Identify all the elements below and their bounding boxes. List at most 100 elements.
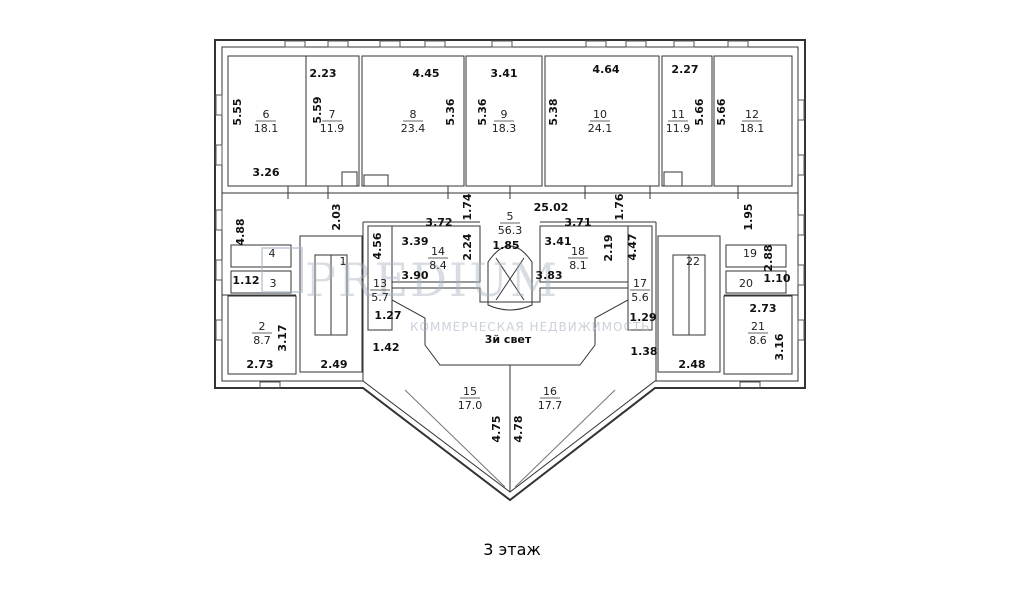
dimension-label: 5.66 — [715, 98, 728, 125]
atrium-label: 3й свет — [485, 333, 532, 346]
dimension-label: 2.73 — [246, 358, 273, 371]
dimension-label: 4.47 — [626, 233, 639, 260]
room-4-number: 4 — [269, 247, 276, 260]
window-left — [215, 94, 223, 116]
watermark-tagline: КОММЕРЧЕСКАЯ НЕДВИЖИМОСТЬ — [410, 320, 650, 334]
dimension-label: 3.39 — [401, 235, 428, 248]
dimension-label: 3.90 — [401, 269, 428, 282]
outer-wall — [214, 39, 806, 502]
dimension-label: 3.17 — [276, 324, 289, 351]
room-7-outline — [305, 55, 360, 187]
central-stair — [487, 245, 533, 311]
dimension-label: 5.55 — [231, 98, 244, 125]
room-13-area: 5.7 — [371, 291, 389, 304]
room-15-number: 15 — [463, 385, 477, 398]
room-17-area: 5.6 — [631, 291, 649, 304]
window-top — [727, 40, 749, 48]
dimension-label: 3.26 — [252, 166, 279, 179]
room-16-area: 17.7 — [538, 399, 563, 412]
dimension-label: 2.19 — [602, 234, 615, 261]
window-15 — [404, 389, 506, 488]
room-7-area: 11.9 — [320, 122, 345, 135]
atrium-outline — [391, 287, 629, 366]
dimension-label: 25.02 — [534, 201, 569, 214]
room-15-area: 17.0 — [458, 399, 483, 412]
dimension-label: 2.24 — [461, 233, 474, 260]
room-20-outline — [725, 270, 787, 294]
dimension-label: 3.83 — [535, 269, 562, 282]
dimension-label: 2.48 — [678, 358, 705, 371]
dimension-label: 5.59 — [311, 96, 324, 123]
window-top — [327, 40, 349, 48]
room-12-outline — [713, 55, 793, 187]
window-bottom — [259, 381, 281, 389]
room-14-number: 14 — [431, 245, 445, 258]
window-left — [215, 259, 223, 281]
dimension-label: 1.38 — [630, 345, 657, 358]
dimension-label: 1.95 — [742, 203, 755, 230]
room-9-area: 18.3 — [492, 122, 517, 135]
window-top — [424, 40, 446, 48]
window-left — [215, 209, 223, 231]
room-18-area: 8.1 — [569, 259, 587, 272]
dimension-label: 1.10 — [763, 272, 790, 285]
room-19-number: 19 — [743, 247, 757, 260]
watermark: PREDIUM КОММЕРЧЕСКАЯ НЕДВИЖИМОСТЬ — [261, 247, 650, 334]
window-right — [797, 264, 805, 286]
room-3-number: 3 — [270, 277, 277, 290]
room-22-number: 22 — [686, 255, 700, 268]
dimension-label: 1.27 — [374, 309, 401, 322]
room-5-area: 56.3 — [498, 224, 523, 237]
room-19-outline — [725, 244, 787, 268]
dimension-label: 1.85 — [492, 239, 519, 252]
window-top — [673, 40, 695, 48]
dimension-label: 2.27 — [671, 63, 698, 76]
window-top — [379, 40, 401, 48]
room-8-number: 8 — [410, 108, 417, 121]
dimension-label: 4.64 — [592, 63, 619, 76]
dimension-label: 2.88 — [762, 244, 775, 271]
stair-cross-2 — [495, 257, 525, 301]
window-left — [215, 319, 223, 341]
room-8-outline — [361, 55, 465, 187]
dimension-label: 2.03 — [330, 203, 343, 230]
watermark-logo-box — [261, 247, 303, 293]
dimension-label: 2.73 — [749, 302, 776, 315]
room-21-area: 8.6 — [749, 334, 767, 347]
room-20-number: 20 — [739, 277, 753, 290]
room-11-area: 11.9 — [666, 122, 691, 135]
window-top — [585, 40, 607, 48]
window-left — [215, 144, 223, 166]
dimension-label: 3.41 — [490, 67, 517, 80]
window-top — [625, 40, 647, 48]
room-1-number: 1 — [340, 255, 347, 268]
window-right — [797, 99, 805, 121]
room-7-number: 7 — [329, 108, 336, 121]
room-11-number: 11 — [671, 108, 685, 121]
dimension-label: 4.45 — [412, 67, 439, 80]
dimension-label: 3.16 — [773, 333, 786, 360]
room-12-area: 18.1 — [740, 122, 765, 135]
closet-11 — [663, 171, 683, 187]
dimension-label: 5.36 — [476, 98, 489, 125]
room-9-outline — [465, 55, 543, 187]
dimension-label: 4.75 — [490, 415, 503, 442]
room-21-outline — [723, 295, 793, 375]
dimension-label: 2.49 — [320, 358, 347, 371]
dimension-label: 1.42 — [372, 341, 399, 354]
room-17-number: 17 — [633, 277, 647, 290]
dimension-label: 4.78 — [512, 415, 525, 442]
room-9-number: 9 — [501, 108, 508, 121]
window-right — [797, 214, 805, 236]
closet-8 — [363, 174, 389, 187]
dimension-label: 3.71 — [564, 216, 591, 229]
room-6-number: 6 — [263, 108, 270, 121]
stair-22-outline — [657, 235, 721, 373]
window-top — [284, 40, 306, 48]
window-right — [797, 154, 805, 176]
room-8-area: 23.4 — [401, 122, 426, 135]
dimension-label: 1.29 — [629, 311, 656, 324]
dimension-label: 3.72 — [425, 216, 452, 229]
window-bottom — [739, 381, 761, 389]
